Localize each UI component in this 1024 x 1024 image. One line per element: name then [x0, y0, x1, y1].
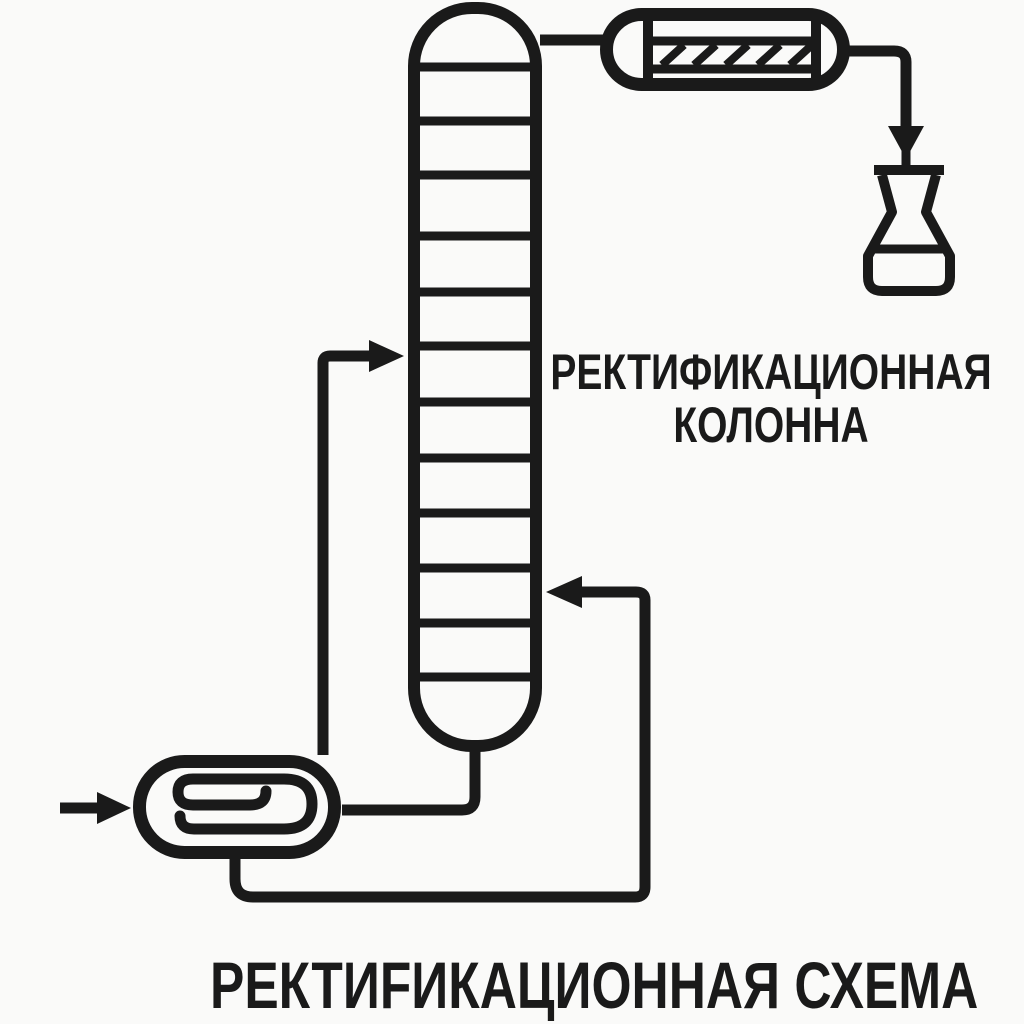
left-arrow-icon: [546, 576, 582, 608]
rectification-column: [408, 2, 542, 752]
reboiler-shell: [133, 755, 341, 859]
hatch-line: [659, 42, 687, 68]
hatch-line: [755, 42, 783, 68]
hatch-line: [787, 42, 815, 68]
column-label-line2: КОЛОННА: [673, 397, 869, 453]
right-arrow-icon: [97, 792, 131, 824]
vapor-return-pipe: [317, 350, 371, 755]
distillate-pipe: [848, 45, 912, 138]
column-trays: [412, 62, 538, 682]
condenser: [600, 8, 850, 91]
condenser-shell: [600, 8, 850, 91]
hatch-line: [691, 42, 719, 68]
receiver-flask: [863, 165, 955, 296]
flask-body: [863, 173, 955, 296]
reboiler: [133, 755, 341, 859]
column-label-line1: РЕКТИФИКАЦИОННАЯ: [550, 344, 992, 400]
hatch-line: [723, 42, 751, 68]
down-arrow-icon: [888, 126, 924, 159]
condenser-hatch: [659, 42, 815, 68]
recycle-pipe: [229, 586, 651, 903]
feed-line: [60, 792, 131, 824]
recycle-loop-line: [229, 576, 651, 903]
scheme-title: РЕКТИFИКАЦИОННАЯ СХЕМА: [210, 948, 979, 1022]
column-bottoms-pipe: [342, 747, 481, 816]
right-arrow-icon: [369, 340, 404, 372]
distillate-line: [848, 45, 924, 167]
heating-coil-icon: [172, 773, 318, 835]
vapor-return-line: [317, 340, 404, 755]
column-shell: [408, 2, 542, 752]
